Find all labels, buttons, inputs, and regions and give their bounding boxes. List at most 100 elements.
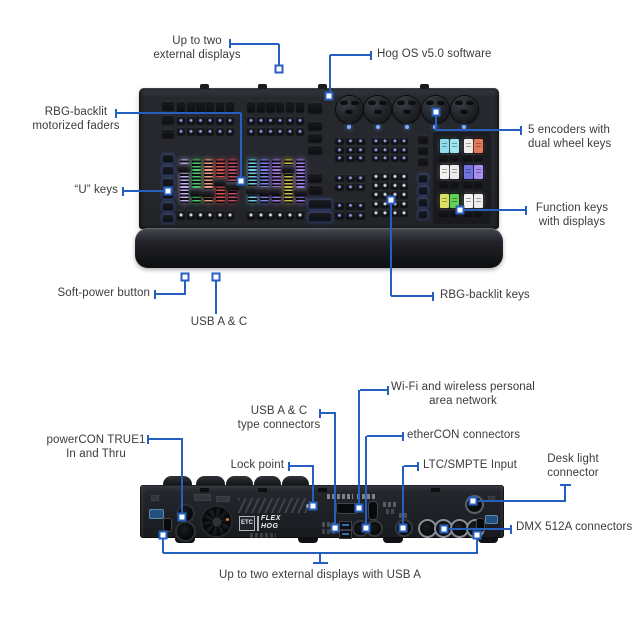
console-key (266, 116, 275, 124)
label-hog-os: Hog OS v5.0 software (377, 48, 492, 60)
fader-knob (178, 164, 191, 173)
console-key (356, 201, 366, 209)
console-key (335, 210, 344, 219)
rear-notch (258, 488, 267, 492)
console-key (400, 181, 409, 189)
console-key (418, 146, 428, 154)
function-key-display (439, 193, 460, 209)
console-key (356, 174, 366, 181)
powercon-marker (177, 512, 187, 522)
console-key (186, 116, 195, 124)
console-key (345, 137, 355, 144)
function-key (449, 209, 458, 216)
console-key (381, 145, 390, 153)
status-leds (322, 522, 335, 527)
console-key (390, 172, 399, 180)
rear-marking (151, 495, 159, 501)
fader-knob (214, 177, 227, 186)
certification-marks (386, 509, 396, 514)
fader-knob (202, 188, 215, 197)
console-key (345, 182, 355, 190)
callout-line (319, 553, 321, 564)
callout-line (124, 190, 165, 192)
console-key (335, 137, 344, 144)
console-key (345, 210, 355, 219)
rbg-keys-marker (386, 195, 396, 205)
function-key (439, 209, 448, 216)
console-key (356, 210, 366, 219)
ltc-marker (398, 523, 408, 533)
console-key (206, 101, 215, 112)
console-key (381, 181, 390, 189)
u-key (162, 214, 174, 223)
lock-point-marker (308, 501, 318, 511)
callout-line (476, 539, 478, 553)
flex-text: FLEX (261, 515, 281, 522)
console-key (390, 137, 399, 144)
encoder-key (460, 109, 469, 114)
encoder-key (379, 100, 388, 105)
console-key (196, 116, 205, 124)
master-key (308, 133, 322, 142)
callout-line (390, 204, 392, 296)
encoder-key (436, 100, 445, 105)
function-keys-marker (455, 205, 465, 215)
rear-notch (200, 488, 209, 492)
console-key (196, 101, 205, 112)
console-key (196, 126, 205, 135)
function-key (439, 180, 448, 187)
rear-marking (216, 496, 230, 502)
console-key (225, 116, 234, 124)
callout-line (464, 209, 526, 211)
motorized-fader (270, 159, 283, 203)
fader-knob (270, 187, 283, 196)
encoder-led (375, 125, 380, 129)
console-key (356, 154, 366, 161)
callout-line (154, 290, 156, 299)
callout-line (321, 412, 336, 414)
encoder-led (347, 125, 351, 129)
console-key (247, 210, 256, 219)
label-u-keys: “U” keys (74, 184, 118, 196)
label-rbg-keys: RBG-backlit keys (440, 289, 530, 301)
flex-hog-logo: FLEX HOG (261, 515, 281, 531)
dmx-marker (439, 524, 449, 534)
console-key (256, 116, 265, 124)
callout-line (290, 465, 314, 467)
callout-line (149, 438, 183, 440)
u-key (162, 101, 174, 110)
console-key (276, 210, 285, 219)
wifi-marker (354, 503, 364, 513)
encoder-key (397, 100, 406, 105)
callout-line (391, 295, 433, 297)
u-key (162, 178, 174, 187)
console-key (372, 208, 380, 217)
console-front-panel (139, 84, 499, 229)
console-key (390, 181, 399, 189)
console-key (418, 135, 428, 143)
console-key (247, 101, 256, 112)
callout-line (432, 292, 434, 301)
u-key (162, 115, 174, 124)
fader-knob (190, 187, 203, 196)
callout-line (417, 462, 419, 471)
master-key (308, 145, 322, 154)
fader-knob (246, 185, 259, 194)
encoder-key (350, 100, 359, 105)
function-key (473, 180, 482, 187)
encoder-key (402, 109, 411, 114)
console-key (400, 145, 409, 153)
rear-tab (258, 84, 267, 89)
function-key (463, 209, 472, 216)
callout-line (117, 112, 241, 114)
fader-knob (282, 164, 295, 173)
console-key (285, 210, 294, 219)
function-key (449, 154, 458, 161)
callout-line (215, 281, 217, 314)
callout-line (370, 51, 372, 60)
fader-knob (226, 182, 239, 191)
function-key-display (463, 164, 484, 180)
console-key (215, 126, 224, 135)
motorized-fader (294, 159, 307, 203)
